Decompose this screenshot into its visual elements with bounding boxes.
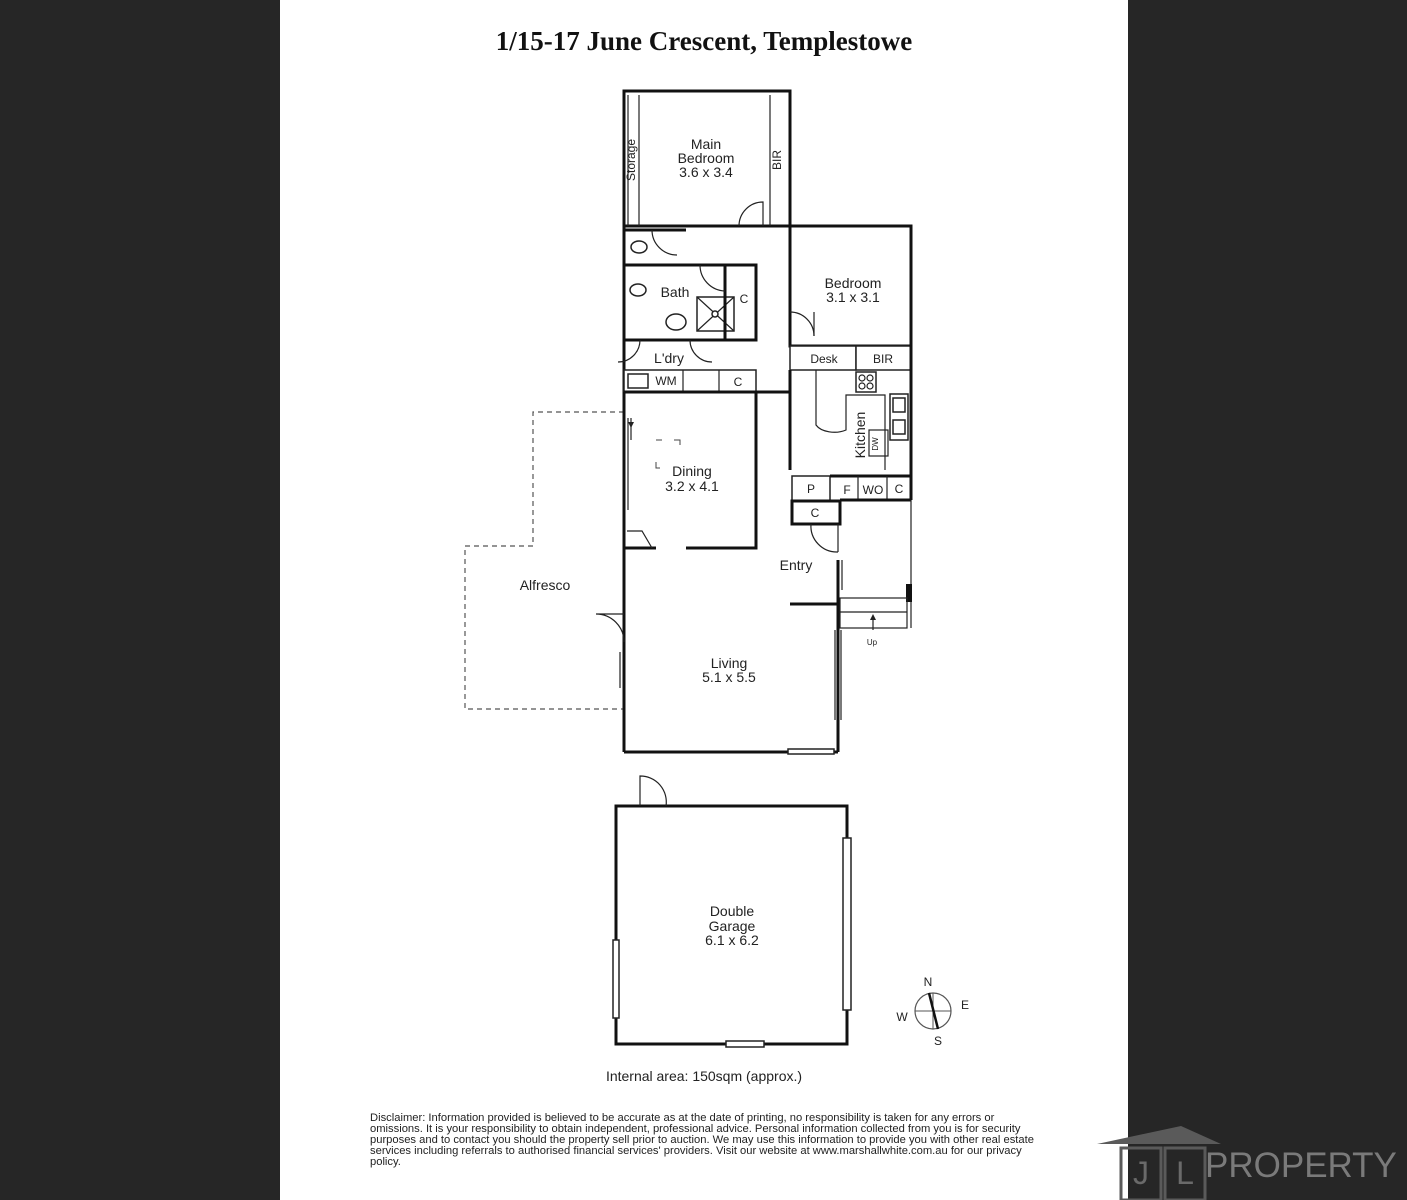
kitchen-island [815,370,886,470]
bedroom-bir-label: BIR [873,352,893,366]
bedroom-size: 3.1 x 3.1 [826,289,880,305]
floorplan-sheet [280,0,1128,1200]
alfresco-outline [464,411,624,710]
compass-north: N [924,975,933,989]
toilet-icon [630,240,648,254]
dishwasher [868,429,889,457]
main-bedroom-label: Main [691,136,721,152]
desk-label: Desk [810,352,838,366]
compass-rose-icon [914,992,952,1030]
main-bedroom-size: 3.6 x 3.4 [679,164,733,180]
bath-label: Bath [661,284,690,300]
logo-initial-l: L [1176,1155,1194,1191]
bedroom-bir-fixture [855,345,912,371]
dining-label: Dining [672,463,712,479]
dw-label: DW [871,437,880,451]
storage-label: Storage [624,139,638,181]
alfresco-label: Alfresco [520,577,571,593]
main-bir-label: BIR [770,150,784,170]
wm-label: WM [655,374,676,388]
main-bedroom-walls [622,89,792,228]
bedroom-label: Bedroom [825,275,882,291]
laundry-cupboard-label: C [734,375,743,389]
laundry-label: L'dry [654,350,684,366]
garage-door [639,775,667,807]
disclaimer-text: Disclaimer: Information provided is beli… [370,1112,1034,1168]
compass-east: E [961,998,969,1012]
stairs-up-label: Up [867,638,878,647]
living-label: Living [711,655,748,671]
garage-label: Double [710,903,755,919]
main-bedroom-label-line2: Bedroom [678,150,735,166]
basin-icon [665,313,687,331]
cooktop-icon [855,371,877,393]
internal-area-note: Internal area: 150sqm (approx.) [605,1068,803,1084]
wall-oven-label: WO [863,483,884,497]
living-size: 5.1 x 5.5 [702,669,756,685]
kitchen-label: Kitchen [852,412,868,459]
laundry-sink-icon [627,373,649,389]
pantry-label: P [807,482,815,496]
garage-roller-door [842,837,852,1011]
page-title: 1/15-17 June Crescent, Templestowe [495,26,913,56]
jl-property-logo: J L [1097,1126,1221,1200]
kitchen-cupboard-label: C [895,482,904,496]
logo-wordmark: PROPERTY [1205,1146,1397,1185]
desk-fixture [789,345,857,371]
entry-label: Entry [780,557,813,573]
main-bedroom-door [738,201,764,227]
fridge-label: F [843,483,850,497]
dining-size: 3.2 x 4.1 [665,478,719,494]
entry-cupboard-label: C [811,506,820,520]
garage-size: 6.1 x 6.2 [705,932,759,948]
entry-cupboard [790,499,842,526]
compass-south: S [934,1034,942,1048]
bath-cupboard-label: C [740,292,749,306]
garage-label-line2: Garage [709,918,756,934]
logo-initial-j: J [1133,1155,1149,1191]
pantry-fixture [791,475,831,502]
living-door [595,613,625,643]
compass-west: W [896,1010,908,1024]
